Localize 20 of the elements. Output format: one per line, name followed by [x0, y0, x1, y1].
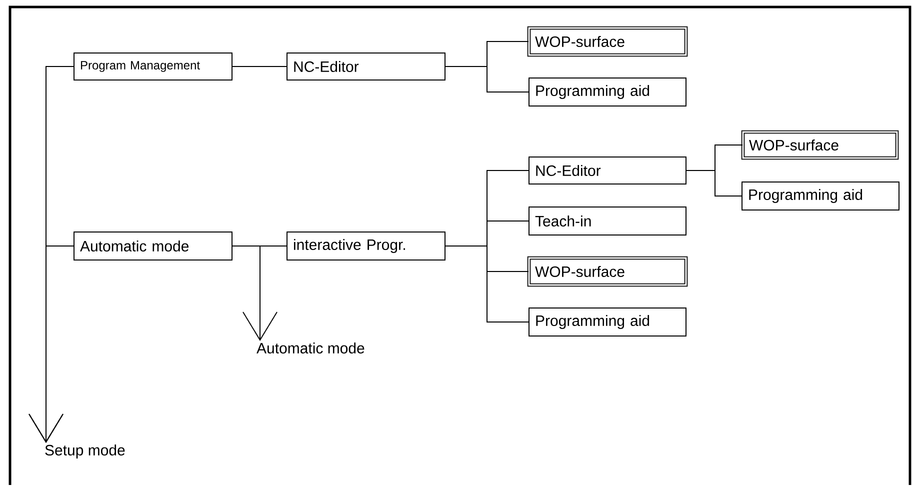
menu-box: Teach-in	[528, 206, 686, 236]
menu-box: Programming aid	[742, 182, 900, 210]
menu-box: Program Management	[74, 52, 232, 80]
connector-line	[445, 246, 529, 322]
menu-box: Programming aid	[528, 308, 686, 336]
menu-box: interactive Progr.	[286, 232, 446, 260]
arrow	[28, 246, 74, 443]
menu-box: WOP-surface	[741, 130, 899, 160]
menu-box: WOP-surface	[527, 26, 688, 57]
mode-label: Automatic mode	[256, 342, 364, 354]
mode-label: Setup mode	[45, 444, 125, 458]
arrow	[232, 246, 278, 341]
connector-line	[445, 66, 529, 92]
menu-box: Automatic mode	[74, 232, 232, 260]
connector-line	[686, 170, 742, 196]
menu-box: Programming aid	[528, 78, 686, 106]
connector-line	[232, 66, 287, 67]
menu-box: WOP-surface	[527, 256, 688, 287]
menu-box: NC-Editor	[528, 156, 686, 184]
menu-box: NC-Editor	[286, 52, 446, 80]
